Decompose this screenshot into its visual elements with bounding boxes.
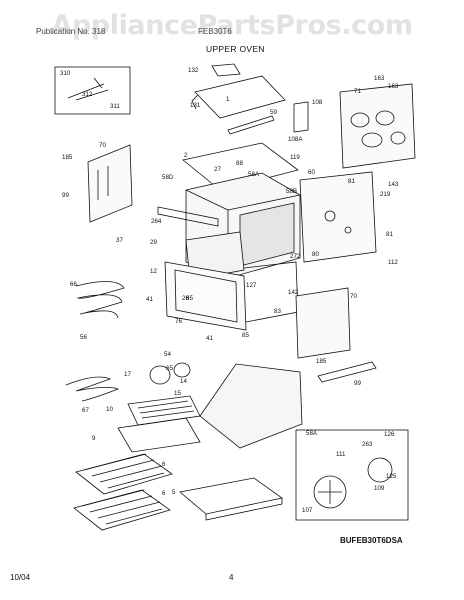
bake-element-67 (65, 376, 120, 402)
part-label: 81 (348, 178, 355, 185)
model-number: FEB30T6 (198, 27, 232, 36)
part-label: 312 (82, 91, 93, 98)
part-label: 54 (164, 351, 171, 358)
inset-box-310 (54, 66, 131, 115)
part-label: 185 (316, 358, 327, 365)
part-label: 41 (146, 296, 153, 303)
part-callouts: 310 312 311 132 131 1 163 163 71 108 59 … (60, 67, 399, 514)
part-label: 143 (388, 181, 399, 188)
part-label: 41 (206, 335, 213, 342)
part-label: 27 (214, 166, 221, 173)
watermark: AppliancePartsPros.com (51, 10, 413, 41)
part-label: 81 (386, 231, 393, 238)
bottom-panel-58A (199, 363, 303, 449)
part-label: 58B (286, 188, 297, 195)
part-label: 108 (312, 99, 323, 106)
part-label: 163 (374, 75, 385, 82)
part-label: 37 (116, 237, 123, 244)
part-label: 119 (290, 154, 300, 161)
part-label: 9 (92, 435, 96, 442)
part-label: 14 (180, 378, 187, 385)
door-frame (164, 261, 247, 331)
part-label: 111 (336, 451, 346, 458)
footer-page-number: 4 (229, 573, 234, 582)
part-label: 12 (150, 268, 157, 275)
rear-panel-71 (339, 83, 416, 169)
part-label: 10 (106, 406, 113, 413)
part-label: 131 (190, 102, 201, 109)
part-label: 99 (354, 380, 361, 387)
part-label: 60 (308, 169, 315, 176)
part-label: 163 (388, 83, 399, 90)
part-label: 109 (374, 485, 385, 492)
page-title: UPPER OVEN (206, 44, 265, 54)
part-label: 65 (166, 365, 173, 372)
part-label: 127 (246, 282, 257, 289)
part-label: 67 (82, 407, 89, 414)
part-label: 26 (182, 295, 189, 302)
part-label: 126 (384, 431, 395, 438)
part-label: 99 (62, 192, 69, 199)
part-label: 272 (290, 253, 301, 260)
vent-132 (211, 63, 241, 77)
part-label: 83 (274, 308, 281, 315)
part-label: 132 (188, 67, 199, 74)
part-label: 108A (288, 136, 303, 143)
part-label: 88 (236, 160, 243, 167)
side-panel-70-right (295, 287, 351, 359)
part-label: 58A (248, 171, 260, 178)
part-label: 2 (184, 152, 188, 159)
part-label: 185 (62, 154, 73, 161)
part-label: 264 (151, 218, 162, 225)
part-label: 70 (99, 142, 106, 149)
part-label: 263 (362, 441, 373, 448)
part-label: 29 (150, 239, 157, 246)
part-label: 5 (172, 489, 176, 496)
broil-pan-10 (127, 395, 201, 426)
bottom-cover-5 (179, 477, 283, 515)
part-label: 15 (174, 390, 181, 397)
broil-element-66 (75, 281, 125, 319)
part-label: 6 (162, 490, 166, 497)
part-label: 71 (354, 88, 361, 95)
model-code: BUFEB30T6DSA (340, 536, 403, 545)
side-panel-70-left (87, 144, 133, 223)
broil-pan-9 (117, 417, 201, 453)
part-label: 58A (306, 430, 318, 437)
part-label: 76 (175, 318, 182, 325)
top-panel-2 (182, 142, 299, 191)
part-label: 6 (162, 461, 166, 468)
part-label: 1 (226, 96, 230, 103)
control-bracket (299, 171, 377, 263)
part-label: 142 (288, 289, 299, 296)
part-label: 125 (386, 473, 397, 480)
part-label: 17 (124, 371, 131, 378)
part-label: 56 (80, 334, 87, 341)
part-label: 85 (186, 295, 193, 302)
part-label: 85 (242, 332, 249, 339)
vent-duct (194, 75, 286, 119)
part-label: 58D (162, 174, 174, 181)
footer-date: 10/04 (10, 573, 31, 582)
part-label: 66 (70, 281, 77, 288)
part-label: 311 (110, 103, 120, 110)
part-label: 80 (312, 251, 319, 258)
part-label: 219 (380, 191, 391, 198)
convection-inset (295, 429, 409, 521)
part-label: 310 (60, 70, 71, 77)
publication-number: Publication No. 318 (36, 27, 106, 36)
part-label: 107 (302, 507, 313, 514)
part-label: 112 (388, 259, 398, 266)
part-label: 70 (350, 293, 357, 300)
part-label: 59 (270, 109, 277, 116)
